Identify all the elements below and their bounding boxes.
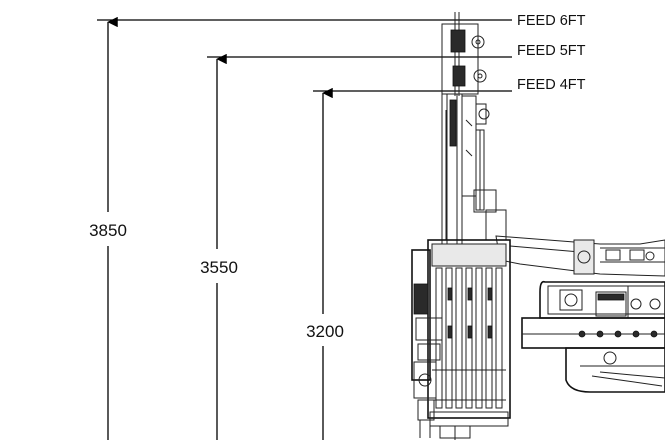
feed-label-5ft: FEED 5FT (517, 43, 586, 59)
mast-top-guide (441, 12, 487, 96)
dimension-label-3550: 3550 (200, 258, 238, 277)
dimension-3850: 3850 (89, 16, 490, 440)
feed-label-4ft: FEED 4FT (517, 77, 586, 93)
boom-arm (495, 235, 665, 277)
dimension-label-3200: 3200 (306, 322, 344, 341)
feed-label-6ft: FEED 6FT (517, 13, 586, 29)
carrier-body (521, 280, 665, 393)
feed-callouts: FEED 6FT FEED 5FT FEED 4FT (490, 13, 586, 93)
side-hydraulics (411, 249, 443, 438)
rotation-head (427, 239, 511, 440)
dimension-3550: 3550 (200, 53, 490, 440)
dimension-label-3850: 3850 (89, 221, 127, 240)
drill-rig-machine (411, 12, 665, 440)
dimension-3200: 3200 (306, 87, 490, 440)
mast-body (441, 93, 507, 245)
